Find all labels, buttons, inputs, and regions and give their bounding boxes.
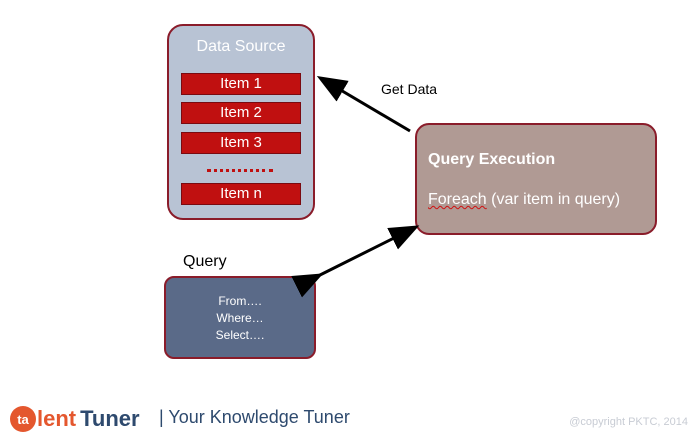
data-item-3: Item 3 bbox=[181, 132, 301, 154]
query-execution-title: Query Execution bbox=[428, 151, 556, 168]
query-execution-box: Query Execution Foreach (var item in que… bbox=[415, 123, 657, 235]
logo-circle-icon: ta bbox=[10, 406, 36, 432]
query-line-select: Select…. bbox=[215, 328, 265, 342]
foreach-keyword: Foreach bbox=[428, 191, 487, 208]
query-arrow bbox=[291, 225, 420, 298]
data-item-n: Item n bbox=[181, 183, 301, 205]
talent-tuner-logo: ta lent Tuner bbox=[10, 402, 140, 436]
foreach-rest: (var item in query) bbox=[486, 191, 621, 208]
query-box: From…. Where… Select…. bbox=[164, 276, 316, 359]
ellipsis-dots bbox=[207, 169, 273, 172]
data-source-box: Data Source Item 1 Item 2 Item 3 Item n bbox=[167, 24, 315, 220]
data-item-2: Item 2 bbox=[181, 102, 301, 124]
data-source-title: Data Source bbox=[196, 38, 286, 55]
get-data-arrow bbox=[316, 75, 411, 133]
copyright: @copyright PKTC, 2014 bbox=[569, 416, 688, 428]
logo-tuner-text: Tuner bbox=[80, 406, 140, 431]
logo-lent-text: lent bbox=[37, 406, 77, 431]
query-line-from: From…. bbox=[218, 294, 262, 308]
foreach-code: Foreach (var item in query) bbox=[428, 191, 620, 209]
tagline: | Your Knowledge Tuner bbox=[159, 407, 350, 427]
query-line-where: Where… bbox=[216, 311, 264, 325]
query-label: Query bbox=[183, 253, 227, 270]
get-data-label: Get Data bbox=[381, 81, 438, 97]
data-item-1: Item 1 bbox=[181, 73, 301, 95]
